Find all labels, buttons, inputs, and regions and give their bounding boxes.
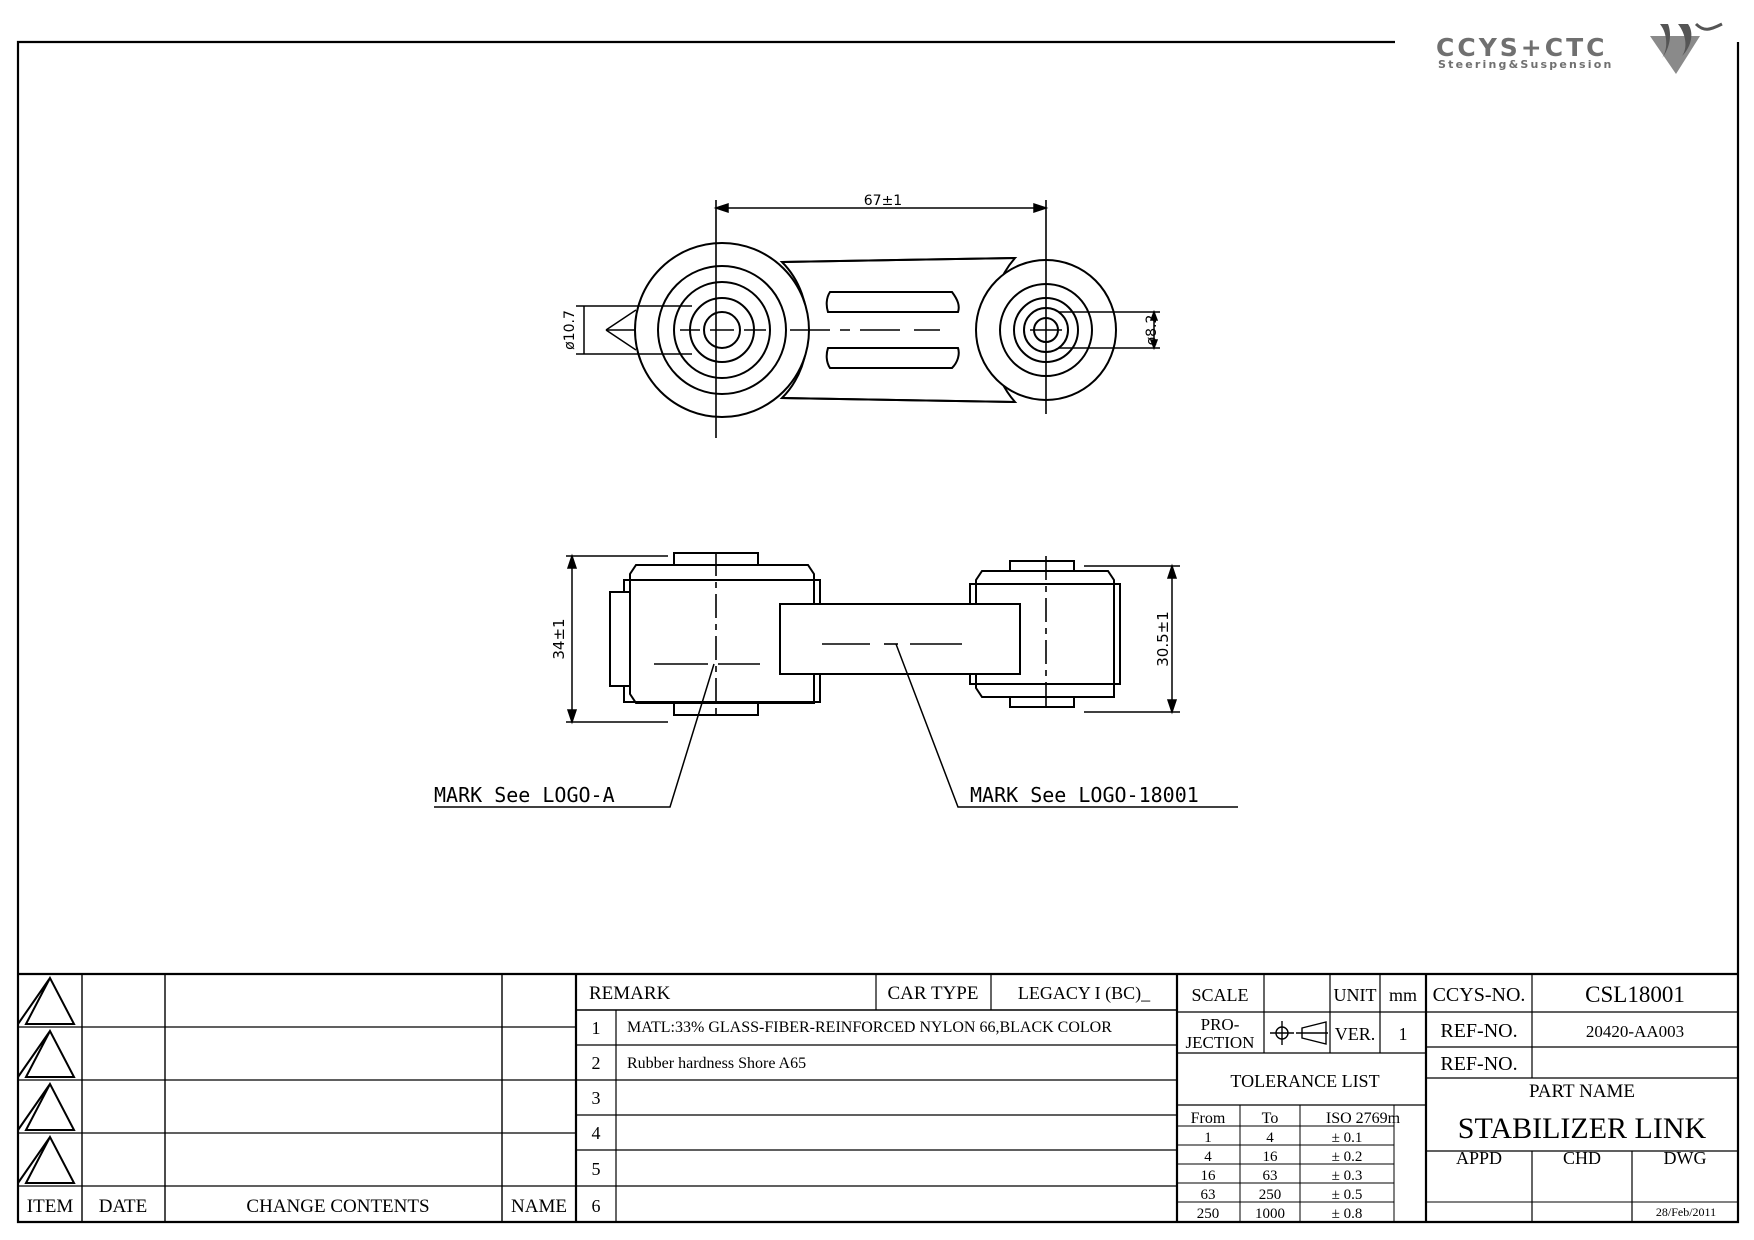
tolerance-list-title: TOLERANCE LIST [1230, 1071, 1379, 1091]
rev-header-contents: CHANGE CONTENTS [246, 1196, 429, 1217]
logo-tagline: Steering&Suspension [1438, 58, 1614, 71]
logo-name: CCYS+CTC [1436, 33, 1608, 62]
side-view [609, 552, 1121, 720]
ver-label: VER. [1335, 1024, 1376, 1044]
drawing-date: 28/Feb/2011 [1656, 1205, 1716, 1219]
tolerance-value: ± 0.2 [1332, 1149, 1363, 1165]
appd-label: APPD [1456, 1148, 1502, 1168]
ref-no-label: REF-NO. [1440, 1020, 1517, 1042]
tolerance-value: ± 0.3 [1332, 1168, 1363, 1184]
ref-no-value: 20420-AA003 [1586, 1022, 1684, 1041]
remark-no: 5 [592, 1159, 601, 1179]
tolerance-col-iso: ISO 2769m [1326, 1110, 1401, 1127]
rev-header-date: DATE [99, 1196, 148, 1217]
dim-left-height-label: 34±1 [550, 618, 568, 659]
tolerance-value: ± 0.1 [1332, 1130, 1363, 1146]
ccys-no-label: CCYS-NO. [1433, 984, 1526, 1006]
remark-no: 4 [592, 1123, 601, 1143]
top-view [634, 200, 1117, 438]
mark-logo-a-label: MARK See LOGO-A [434, 783, 615, 807]
scale-label: SCALE [1191, 985, 1248, 1005]
unit-value: mm [1389, 985, 1417, 1005]
tolerance-col-to: To [1262, 1110, 1279, 1127]
rev-header-name: NAME [511, 1196, 567, 1217]
tolerance-to: 250 [1259, 1187, 1282, 1203]
revision-triangle-icon [17, 975, 76, 1025]
sheet-border [16, 40, 1740, 1224]
tolerance-to: 63 [1263, 1168, 1278, 1184]
unit-label: UNIT [1334, 985, 1377, 1005]
tolerance-from: 1 [1204, 1130, 1212, 1146]
tolerance-to: 4 [1266, 1130, 1274, 1146]
tolerance-from: 16 [1201, 1168, 1217, 1184]
side-view-dimensions [434, 553, 1238, 808]
projection-label-2: JECTION [1186, 1033, 1255, 1052]
cc-wing-icon [1650, 22, 1723, 74]
remark-text: MATL:33% GLASS-FIBER-REINFORCED NYLON 66… [627, 1019, 1112, 1036]
car-type-label: CAR TYPE [888, 983, 979, 1004]
revision-markers [17, 975, 76, 1184]
ccys-no-value: CSL18001 [1585, 982, 1685, 1007]
tolerance-from: 4 [1204, 1149, 1212, 1165]
tolerance-to: 1000 [1255, 1206, 1285, 1222]
dim-right-dia-label: ø8.2 [1144, 315, 1160, 346]
car-type-value: LEGACY I (BC)_ [1018, 983, 1151, 1004]
top-view-dimensions [576, 202, 1160, 355]
tolerance-col-from: From [1191, 1110, 1226, 1127]
tolerance-value: ± 0.8 [1332, 1206, 1363, 1222]
company-logo: CCYS+CTC Steering&Suspension [1436, 22, 1723, 74]
dim-left-dia-label: ø10.7 [562, 310, 578, 350]
chd-label: CHD [1563, 1148, 1601, 1168]
tolerance-to: 16 [1263, 1149, 1279, 1165]
part-name-value: STABILIZER LINK [1458, 1112, 1707, 1145]
revision-triangle-icon [17, 1134, 76, 1184]
dim-right-height-label: 30.5±1 [1154, 611, 1172, 667]
first-angle-projection-icon [1270, 1021, 1328, 1045]
revision-triangle-icon [17, 1028, 76, 1078]
title-block-grid [18, 972, 1738, 1222]
projection-label-1: PRO- [1201, 1015, 1240, 1034]
mark-logo-18001-label: MARK See LOGO-18001 [970, 783, 1199, 807]
dim-length-label: 67±1 [864, 193, 902, 209]
remark-no: 6 [592, 1196, 601, 1216]
tolerance-from: 63 [1201, 1187, 1216, 1203]
tolerance-value: ± 0.5 [1332, 1187, 1363, 1203]
rev-header-item: ITEM [27, 1196, 74, 1217]
dwg-label: DWG [1664, 1148, 1707, 1168]
ver-value: 1 [1399, 1024, 1408, 1044]
remark-header: REMARK [589, 983, 671, 1004]
remark-no: 2 [592, 1053, 601, 1073]
tolerance-from: 250 [1197, 1206, 1220, 1222]
remark-no: 1 [592, 1018, 601, 1038]
ref-no2-label: REF-NO. [1440, 1053, 1517, 1075]
remark-no: 3 [592, 1088, 601, 1108]
part-name-label: PART NAME [1529, 1081, 1635, 1102]
remark-text: Rubber hardness Shore A65 [627, 1055, 806, 1072]
revision-triangle-icon [17, 1081, 76, 1131]
